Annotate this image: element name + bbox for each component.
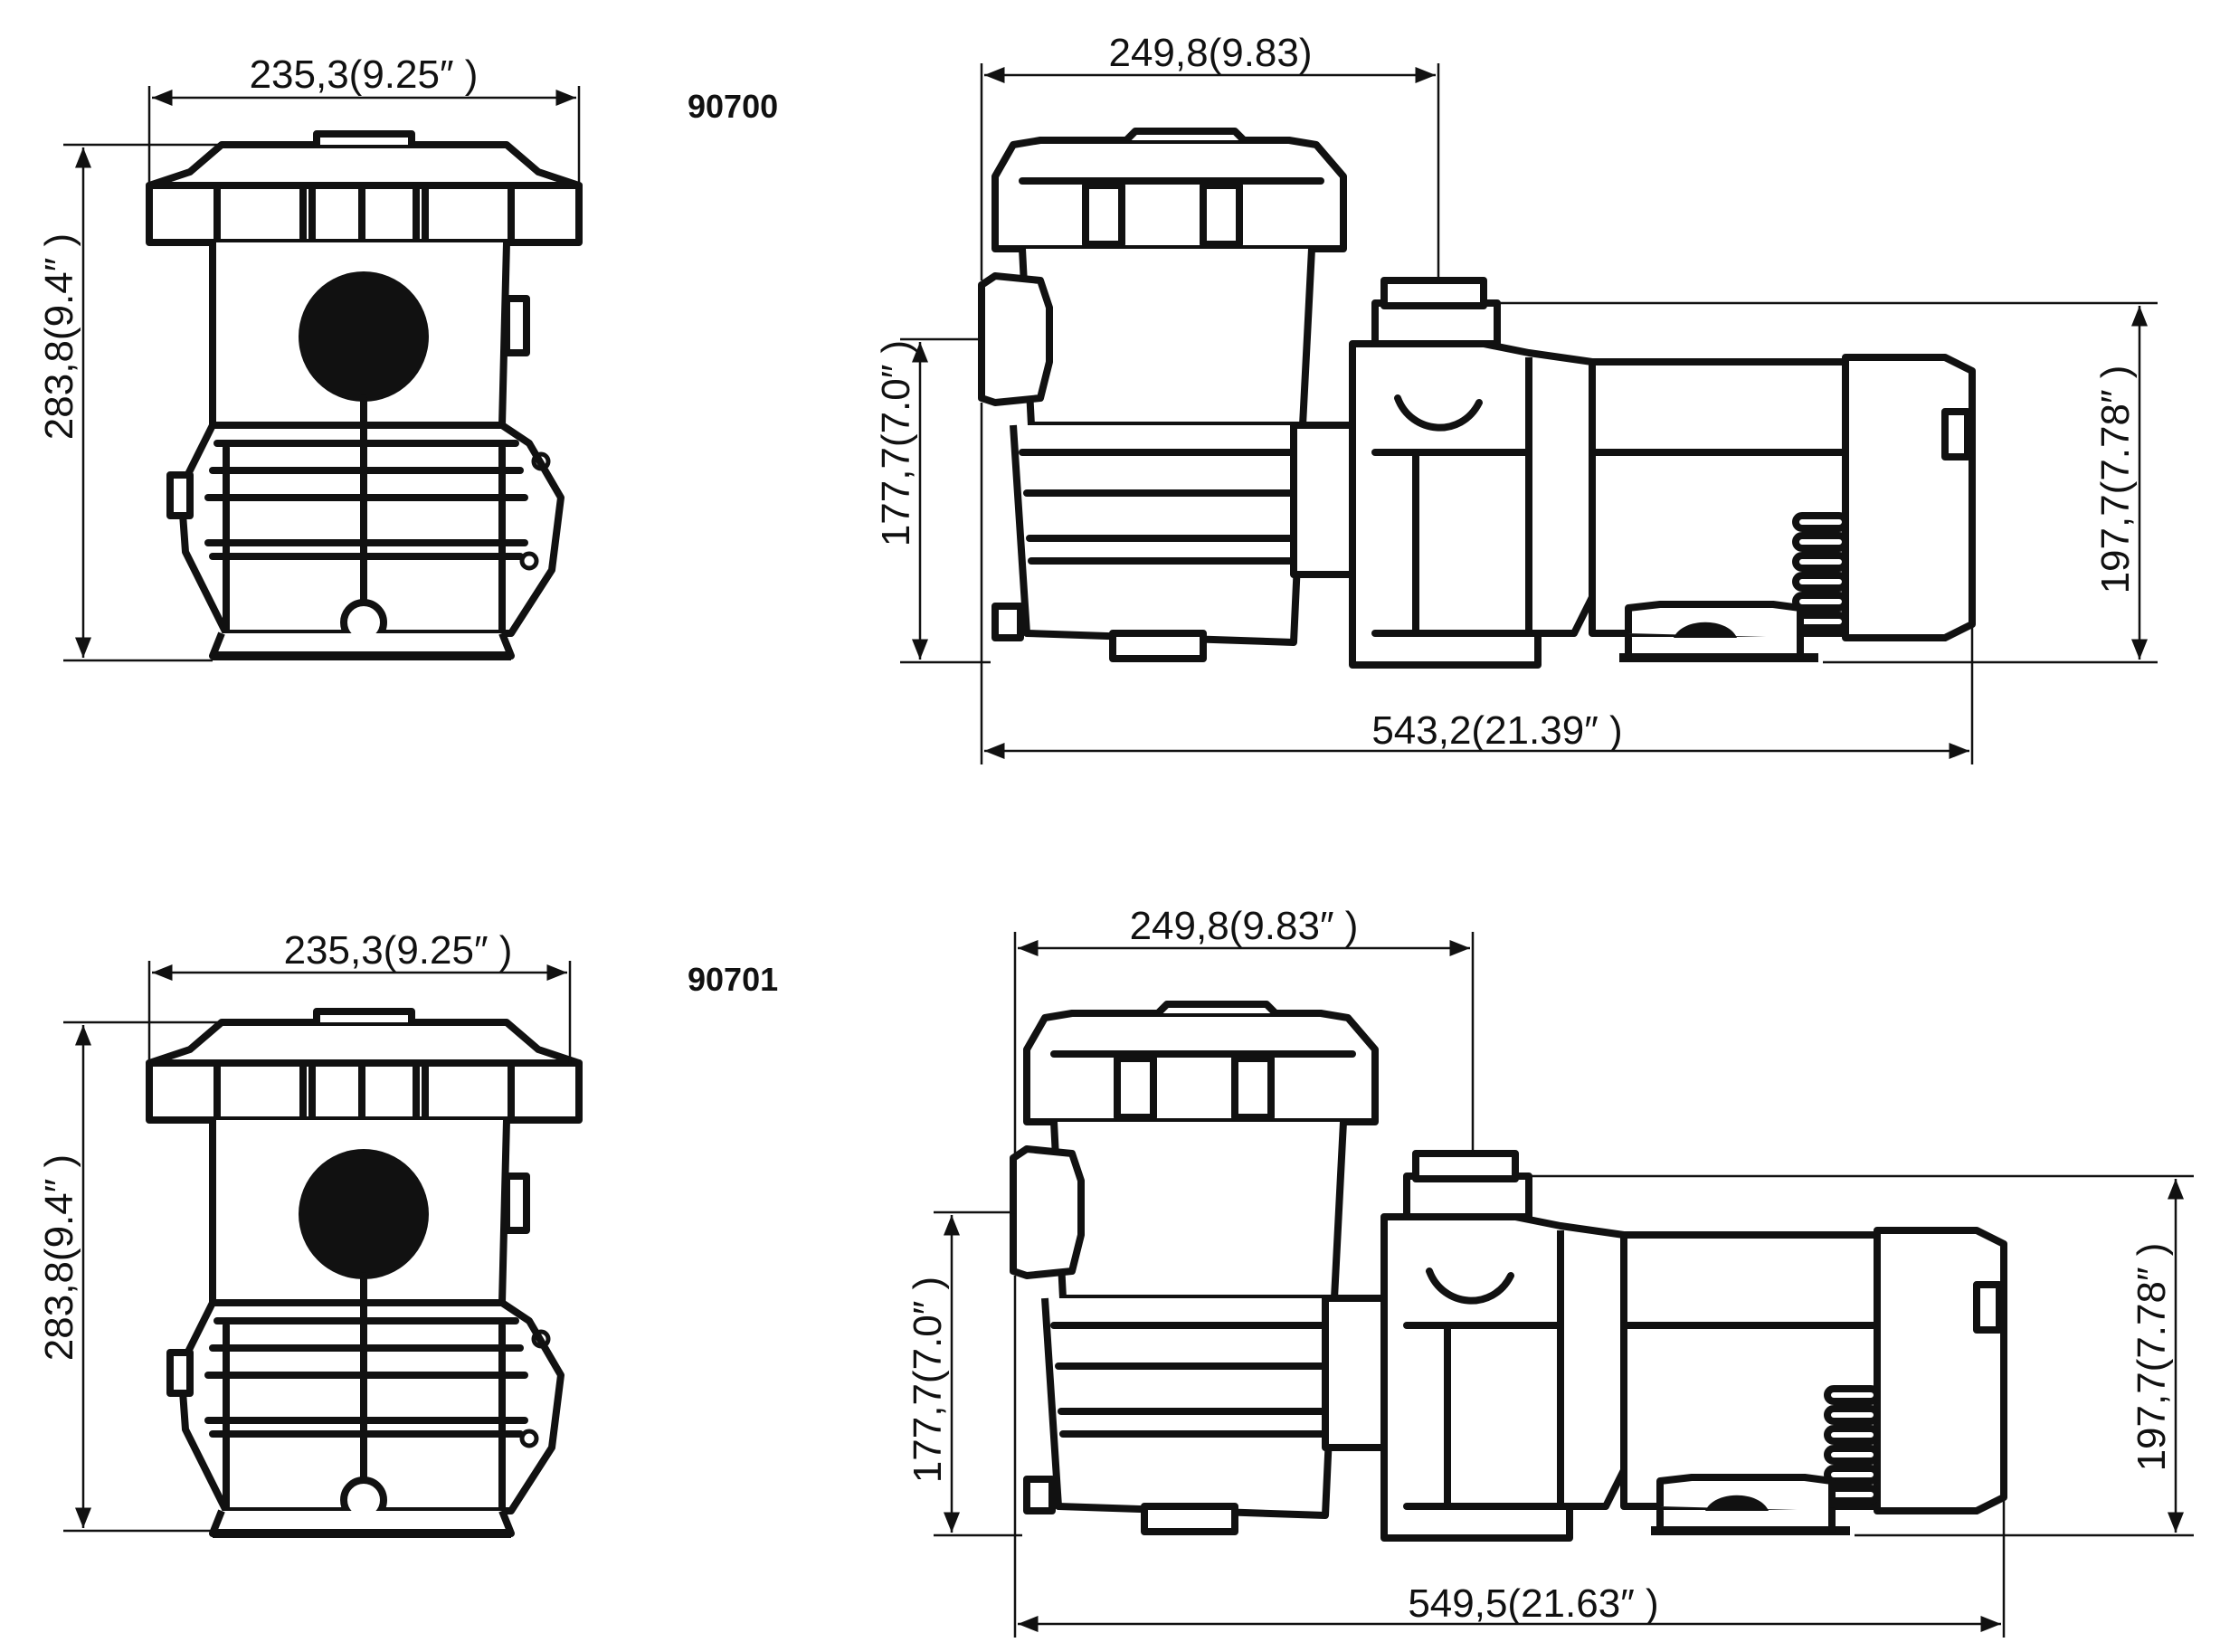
pump-front-view [149,134,579,660]
pump-side-view [1013,1004,2004,1538]
front-height-dimension: 283,8(9.4″ ) [37,233,81,440]
model-1-group: 90700 235,3(9.25″ ) 283,8(9.4″ ) 249,8(9… [37,31,2158,764]
side-top-width-dimension: 249,8(9.83″ ) [1130,904,1359,948]
outlet-height-dimension: 197,7(7.78″ ) [2130,1243,2174,1472]
side-top-width-dimension: 249,8(9.83) [1108,31,1312,75]
outlet-height-dimension: 197,7(7.78″ ) [2093,366,2138,594]
total-length-dimension: 543,2(21.39″ ) [1371,708,1622,753]
front-width-dimension: 235,3(9.25″ ) [284,928,513,973]
front-width-dimension: 235,3(9.25″ ) [250,52,479,97]
inlet-height-dimension: 177,7(7.0″ ) [906,1277,950,1483]
inlet-height-dimension: 177,7(7.0″ ) [874,340,918,546]
pump-front-view [149,1011,579,1538]
model-code-label: 90700 [688,88,778,125]
model-code-label: 90701 [688,961,778,998]
front-height-dimension: 283,8(9.4″ ) [37,1154,81,1361]
model-2-group: 90701 235,3(9.25″ ) 283,8(9.4″ ) 249,8(9… [37,904,2194,1638]
pump-side-view [982,131,1972,665]
total-length-dimension: 549,5(21.63″ ) [1408,1581,1658,1626]
